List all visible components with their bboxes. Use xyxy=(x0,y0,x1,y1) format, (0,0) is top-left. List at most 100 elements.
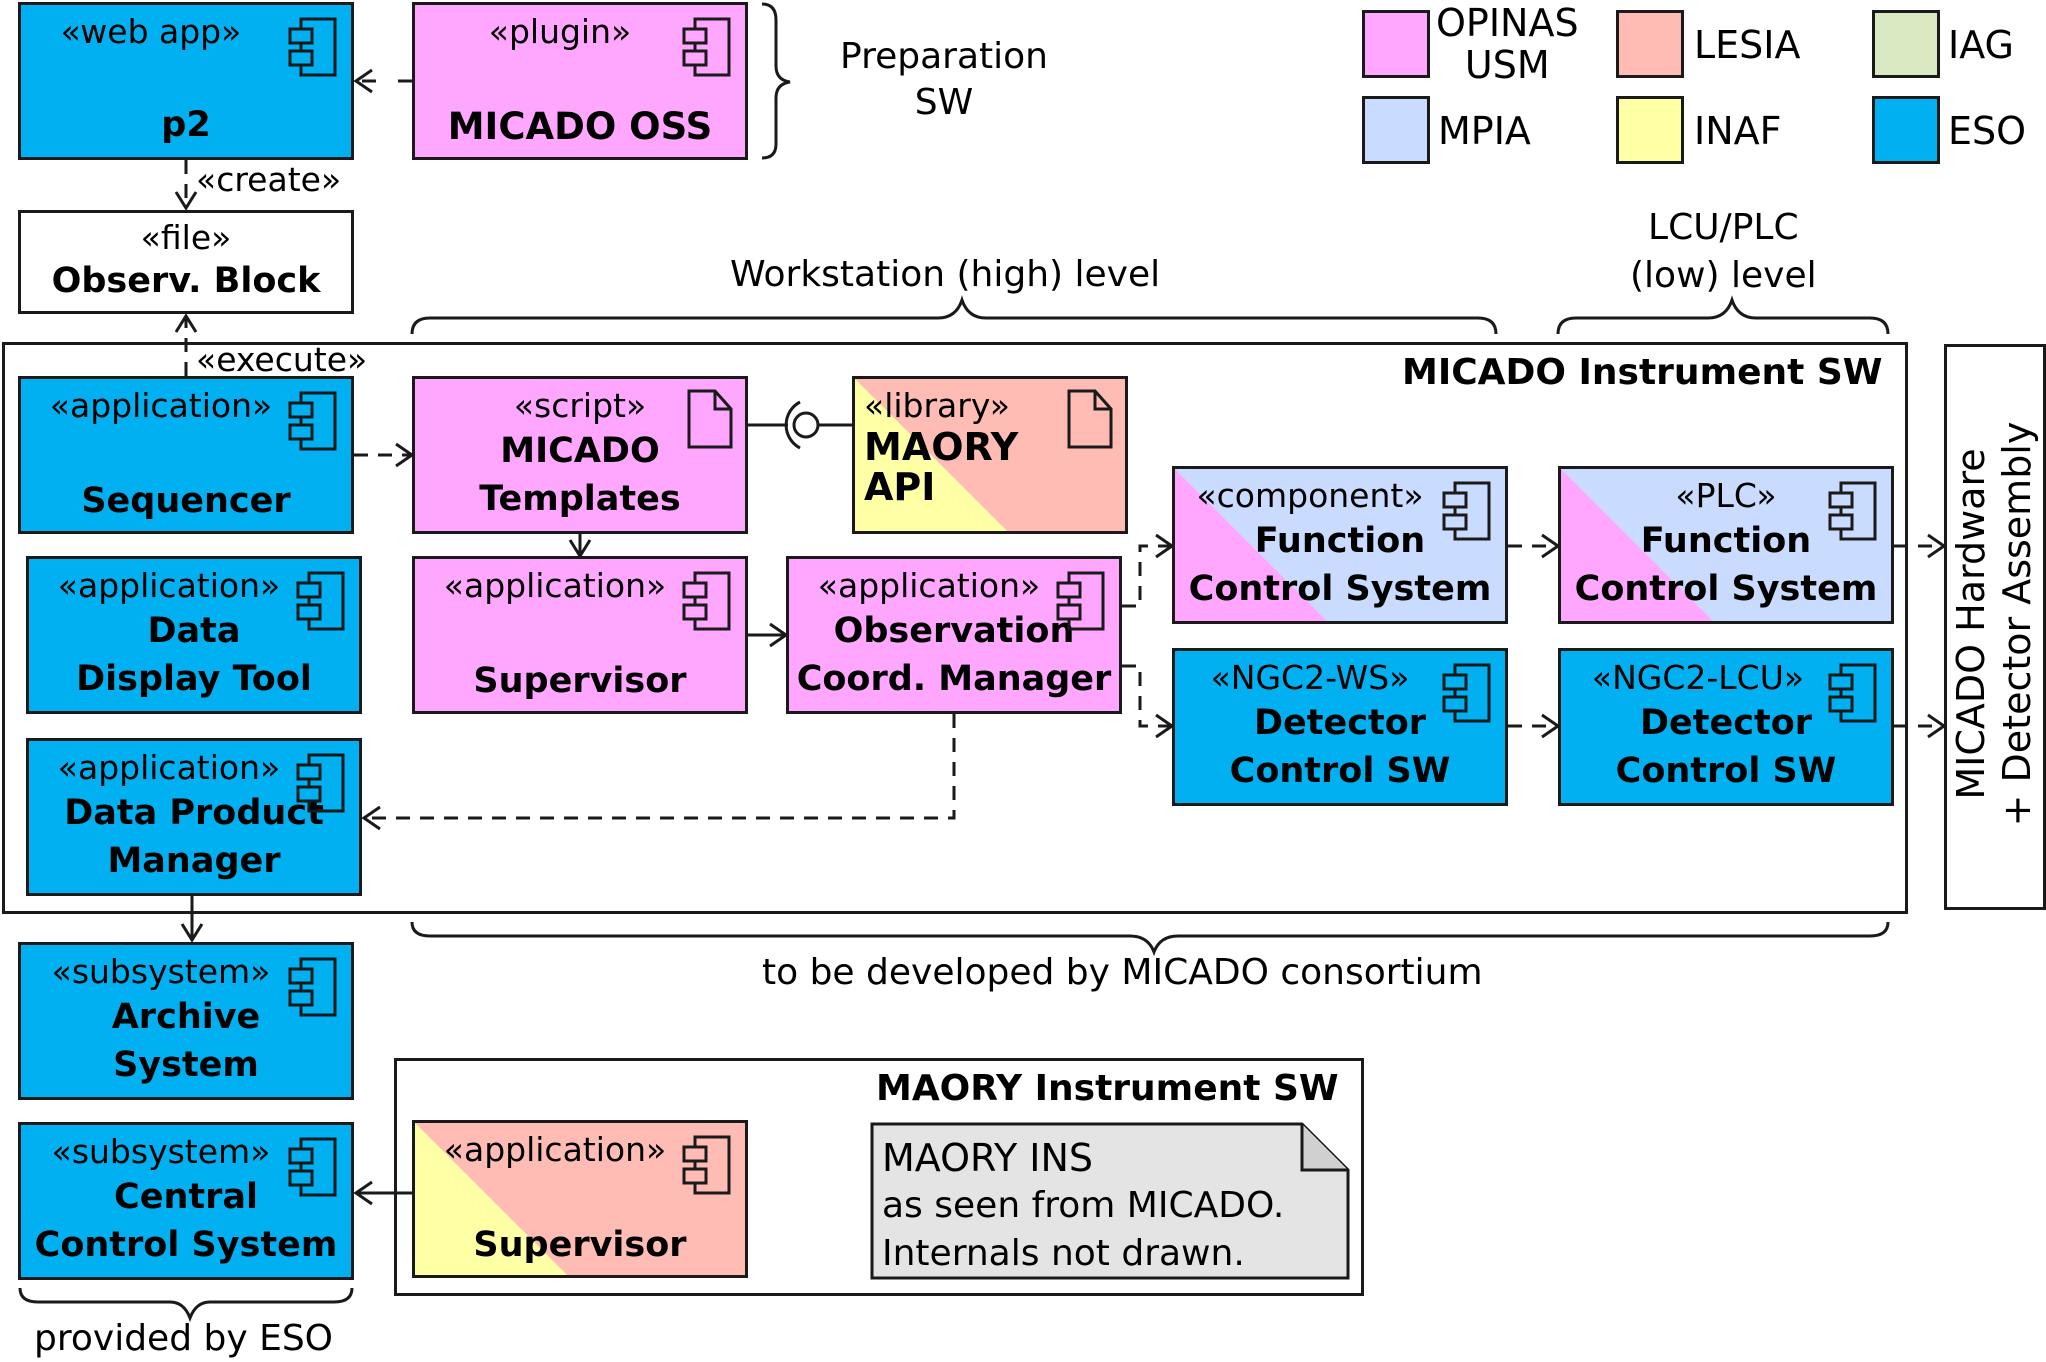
component-name: Sequencer xyxy=(81,481,291,521)
legend-label-eso: ESO xyxy=(1948,109,2027,153)
component-name: p2 xyxy=(161,105,211,145)
stereotype: «file» xyxy=(140,218,232,257)
component-name: MICADO OSS xyxy=(447,105,713,148)
component-supervisor[interactable]: «application» Supervisor xyxy=(412,556,748,714)
workstation-level-label: Workstation (high) level xyxy=(730,254,1161,295)
component-micado-oss[interactable]: «plugin» MICADO OSS xyxy=(412,2,748,160)
artifact-micado-templates[interactable]: «script» MICADO Templates xyxy=(412,376,748,534)
arrowhead xyxy=(353,68,373,94)
stereotype: «application» xyxy=(57,566,281,605)
micado-instrument-sw-frame xyxy=(2,342,1908,914)
component-observation-coord-manager[interactable]: «application» Observation Coord. Manager xyxy=(786,556,1122,714)
component-name: Archive System xyxy=(111,997,261,1085)
component-icon xyxy=(1442,663,1491,723)
split-background xyxy=(415,1123,745,1275)
component-data-display-tool[interactable]: «application» Data Display Tool xyxy=(26,556,362,714)
component-name: Function Control System xyxy=(1188,521,1492,609)
brace-consortium xyxy=(410,921,1890,957)
create-edge-label: «create» xyxy=(196,160,342,199)
note-title: MAORY INS xyxy=(882,1136,1094,1180)
legend-swatch-opinas xyxy=(1362,10,1430,78)
component-p2[interactable]: «web app» p2 xyxy=(18,2,354,160)
lcu-plc-level-label: LCU/PLC (low) level xyxy=(1630,207,1817,296)
brace-eso xyxy=(18,1287,354,1323)
arrowhead xyxy=(1927,713,1947,739)
artifact-observ-block[interactable]: «file» Observ. Block xyxy=(18,210,354,314)
component-archive-system[interactable]: «subsystem» Archive System xyxy=(18,942,354,1100)
component-name: Supervisor xyxy=(473,1225,687,1265)
component-maory-supervisor[interactable]: «application» Supervisor xyxy=(412,1120,748,1278)
component-icon xyxy=(1442,481,1491,541)
stereotype: «application» xyxy=(443,1130,667,1169)
component-sequencer[interactable]: «application» Sequencer xyxy=(18,376,354,534)
maory-ins-note: MAORY INS as seen from MICADO. Internals… xyxy=(870,1122,1350,1280)
legend-label-iag: IAG xyxy=(1948,23,2014,67)
execute-edge-label: «execute» xyxy=(196,340,368,379)
note-line: Internals not drawn. xyxy=(882,1233,1245,1274)
component-name: MAORY API xyxy=(864,425,1019,509)
stereotype: «script» xyxy=(513,386,647,425)
arrowhead xyxy=(1927,533,1947,559)
component-icon xyxy=(296,571,345,631)
component-name: Supervisor xyxy=(473,661,687,701)
component-function-control-system-plc[interactable]: «PLC» Function Control System xyxy=(1558,466,1894,624)
legend-label-inaf: INAF xyxy=(1694,109,1782,153)
note-text: MAORY INS as seen from MICADO. Internals… xyxy=(882,1134,1284,1278)
component-icon xyxy=(288,391,337,451)
micado-instrument-sw-title: MICADO Instrument SW xyxy=(1402,352,1883,393)
component-name: Detector Control SW xyxy=(1615,703,1837,791)
artifact-maory-api[interactable]: «library» MAORY API xyxy=(852,376,1128,534)
component-central-control-system[interactable]: «subsystem» Central Control System xyxy=(18,1122,354,1280)
component-function-control-system-ws[interactable]: «component» Function Control System xyxy=(1172,466,1508,624)
stereotype: «application» xyxy=(443,566,667,605)
component-icon xyxy=(1828,663,1877,723)
legend-label-lesia: LESIA xyxy=(1694,23,1801,67)
stereotype: «library» xyxy=(864,386,1010,425)
document-icon xyxy=(1067,389,1113,449)
legend-swatch-inaf xyxy=(1616,96,1684,164)
component-data-product-manager[interactable]: «application» Data Product Manager xyxy=(26,738,362,896)
stereotype: «NGC2-LCU» xyxy=(1591,658,1805,697)
note-shape xyxy=(870,1122,1350,1280)
component-name: Observation Coord. Manager xyxy=(796,611,1112,699)
note-line: as seen from MICADO. xyxy=(882,1185,1285,1226)
component-name: Central Control System xyxy=(34,1177,338,1265)
preparation-sw-label: Preparation SW xyxy=(840,36,1048,123)
maory-instrument-sw-title: MAORY Instrument SW xyxy=(876,1068,1339,1109)
component-detector-control-sw-ws[interactable]: «NGC2-WS» Detector Control SW xyxy=(1172,648,1508,806)
brace-workstation xyxy=(410,295,1498,335)
split-background xyxy=(855,379,1125,531)
stereotype: «application» xyxy=(57,748,281,787)
micado-hardware-label: MICADO Hardware + Detector Assembly xyxy=(1949,421,2039,827)
component-icon xyxy=(682,17,731,77)
legend-swatch-eso xyxy=(1872,96,1940,164)
provided-by-eso-label: provided by ESO xyxy=(34,1318,334,1359)
stereotype: «plugin» xyxy=(488,12,632,51)
document-icon xyxy=(687,389,733,449)
component-name: Data Product Manager xyxy=(64,793,324,881)
split-background xyxy=(1175,469,1505,621)
component-name: Observ. Block xyxy=(51,261,321,301)
arrowhead xyxy=(174,191,198,211)
legend-label-opinas: OPINAS USM xyxy=(1436,1,1579,87)
split-background xyxy=(1561,469,1891,621)
component-name: Detector Control SW xyxy=(1229,703,1451,791)
component-icon xyxy=(1056,571,1105,631)
component-icon xyxy=(682,571,731,631)
legend-swatch-mpia xyxy=(1362,96,1430,164)
stereotype: «subsystem» xyxy=(51,952,271,991)
arrowhead xyxy=(353,1180,373,1206)
brace-lcu-plc xyxy=(1556,295,1890,335)
brace-preparation xyxy=(761,2,791,160)
component-icon xyxy=(682,1135,731,1195)
legend-swatch-iag xyxy=(1872,10,1940,78)
stereotype: «application» xyxy=(817,566,1041,605)
component-name: MICADO Templates xyxy=(479,431,681,519)
micado-hardware-box[interactable] xyxy=(1944,344,2046,910)
component-name: Function Control System xyxy=(1574,521,1878,609)
component-icon xyxy=(1828,481,1877,541)
arrowhead xyxy=(174,313,198,333)
component-detector-control-sw-lcu[interactable]: «NGC2-LCU» Detector Control SW xyxy=(1558,648,1894,806)
component-icon xyxy=(296,753,345,813)
stereotype: «subsystem» xyxy=(51,1132,271,1171)
